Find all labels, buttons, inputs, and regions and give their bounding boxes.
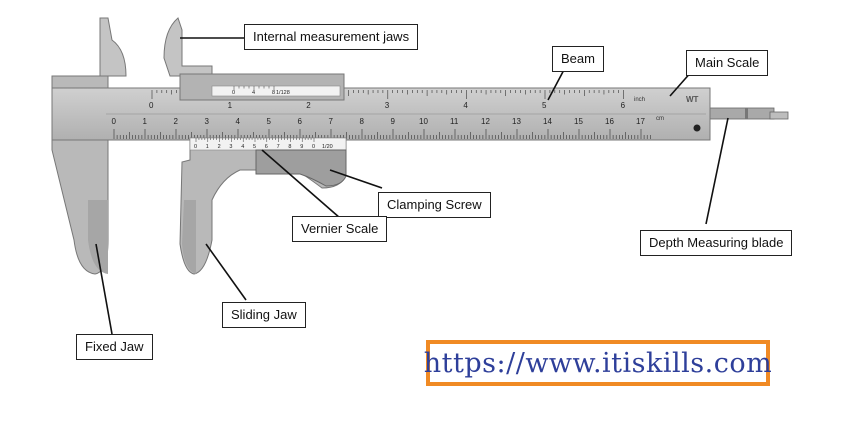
bottom-vernier-number: 4 xyxy=(241,144,244,150)
cm-number: 7 xyxy=(329,117,334,126)
depth-measuring-blade xyxy=(699,107,789,120)
cm-number: 1 xyxy=(143,117,148,126)
brand-logo: WT xyxy=(686,95,699,104)
inch-unit: inch xyxy=(634,97,645,103)
fixed-jaw xyxy=(51,17,127,275)
inch-number: 0 xyxy=(149,101,154,110)
bottom-vernier-number: 0 xyxy=(312,144,315,150)
cm-number: 16 xyxy=(605,117,614,126)
label-main-scale: Main Scale xyxy=(686,50,769,76)
cm-number: 11 xyxy=(450,117,459,126)
inch-number: 5 xyxy=(542,101,547,110)
cm-number: 13 xyxy=(512,117,521,126)
bottom-vernier-number: 2 xyxy=(218,144,221,150)
cm-number: 0 xyxy=(112,117,117,126)
cm-number: 3 xyxy=(205,117,210,126)
top-vernier-window xyxy=(211,85,341,97)
top-vernier-number: 4 xyxy=(252,90,255,96)
cm-number: 15 xyxy=(574,117,583,126)
top-vernier-number: 8 xyxy=(272,90,275,96)
website-url[interactable]: https://www.itiskills.com xyxy=(423,347,773,379)
bottom-vernier-number: 9 xyxy=(300,144,303,150)
top-vernier-number: 0 xyxy=(232,90,235,96)
top-vernier-fraction: 1/128 xyxy=(276,90,290,96)
cm-number: 14 xyxy=(543,117,552,126)
inch-number: 6 xyxy=(621,101,626,110)
cm-number: 4 xyxy=(236,117,241,126)
inch-number: 4 xyxy=(463,101,468,110)
bottom-vernier-scale: 0 1 2 3 4 5 6 7 8 9 0 1/20 xyxy=(194,138,333,150)
inch-number: 2 xyxy=(306,101,311,110)
inch-number: 3 xyxy=(385,101,390,110)
cm-number: 8 xyxy=(360,117,365,126)
label-beam: Beam xyxy=(552,46,604,72)
bottom-vernier-number: 6 xyxy=(265,144,268,150)
label-internal-jaws: Internal measurement jaws xyxy=(244,24,419,50)
bottom-vernier-number: 5 xyxy=(253,144,256,150)
label-fixed-jaw: Fixed Jaw xyxy=(76,334,153,360)
cm-number: 10 xyxy=(419,117,428,126)
website-box: https://www.itiskills.com xyxy=(423,340,773,386)
cm-unit: cm xyxy=(656,116,664,122)
cm-number: 12 xyxy=(481,117,490,126)
bottom-vernier-fraction: 1/20 xyxy=(322,144,333,150)
bottom-vernier-number: 8 xyxy=(288,144,291,150)
beam-hole xyxy=(693,124,701,132)
label-sliding-jaw: Sliding Jaw xyxy=(222,302,306,328)
cm-number: 17 xyxy=(636,117,645,126)
cm-number: 6 xyxy=(298,117,303,126)
bottom-vernier-number: 7 xyxy=(277,144,280,150)
clamping-screw xyxy=(255,149,347,187)
bottom-vernier-number: 1 xyxy=(206,144,209,150)
bottom-vernier-number: 0 xyxy=(194,144,197,150)
label-clamping-screw: Clamping Screw xyxy=(378,192,491,218)
cm-number: 2 xyxy=(174,117,179,126)
label-vernier-scale: Vernier Scale xyxy=(292,216,388,242)
label-depth-blade: Depth Measuring blade xyxy=(640,230,793,256)
inch-number: 1 xyxy=(228,101,233,110)
bottom-vernier-number: 3 xyxy=(229,144,232,150)
cm-number: 9 xyxy=(391,117,396,126)
cm-number: 5 xyxy=(267,117,272,126)
